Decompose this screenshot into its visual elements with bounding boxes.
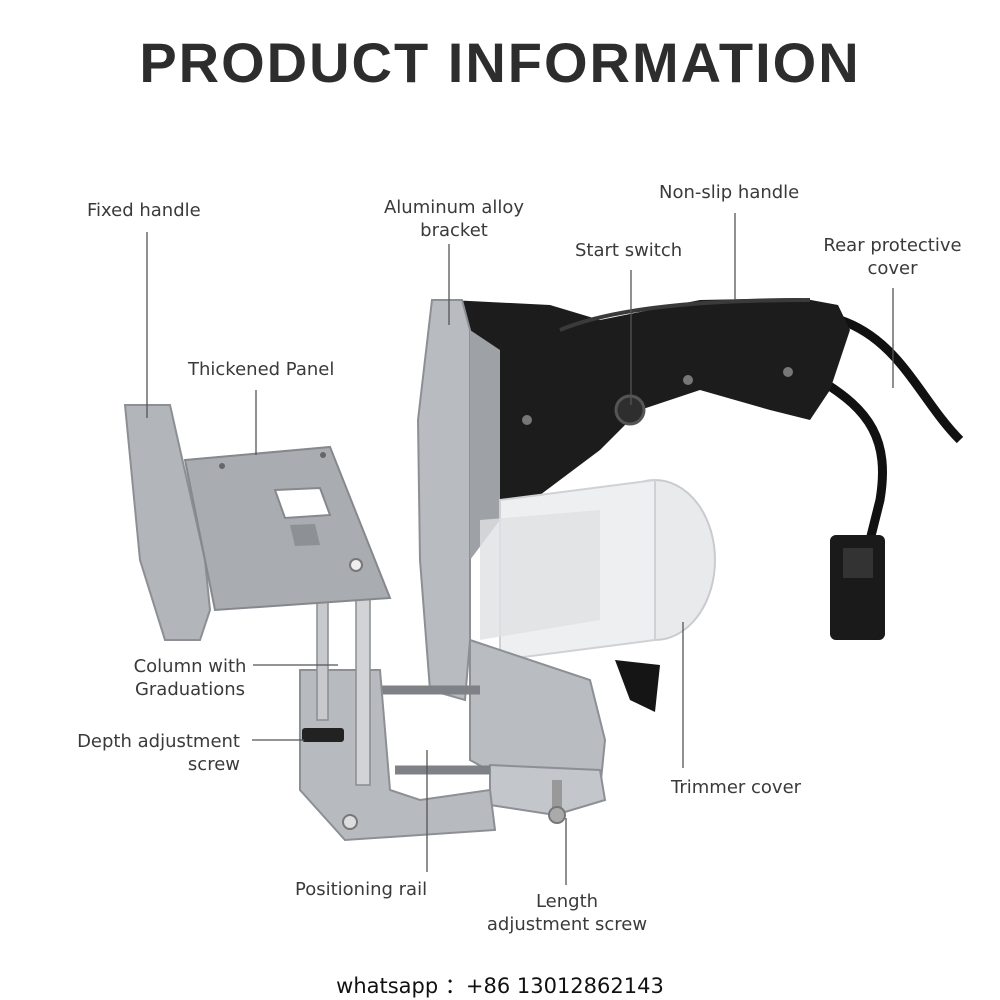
leader-lines bbox=[146, 213, 894, 885]
label-rear-protective-cover: Rear protective cover bbox=[815, 234, 970, 280]
label-aluminum-bracket-line1: Aluminum alloy bbox=[383, 197, 525, 218]
label-depth-screw-line2: screw bbox=[187, 754, 240, 775]
label-length-screw-line1: Length bbox=[535, 891, 599, 912]
label-aluminum-bracket: Aluminum alloy bracket bbox=[374, 196, 534, 242]
label-depth-screw-line1: Depth adjustment bbox=[77, 731, 240, 752]
power-cord bbox=[838, 315, 964, 444]
motor-housing bbox=[450, 298, 850, 510]
label-column-graduations: Column with Graduations bbox=[125, 655, 255, 701]
label-column-line2: Graduations bbox=[134, 679, 246, 700]
label-aluminum-bracket-line2: bracket bbox=[420, 220, 488, 241]
label-depth-adjustment-screw: Depth adjustment screw bbox=[60, 730, 240, 776]
label-start-switch: Start switch bbox=[575, 240, 683, 261]
plug-cord bbox=[817, 376, 887, 542]
footer-contact: whatsapp ：+86 13012862143 bbox=[336, 974, 664, 998]
label-length-screw-line2: adjustment screw bbox=[486, 914, 648, 935]
lock-knob bbox=[615, 660, 660, 712]
aluminum-bracket bbox=[416, 299, 471, 702]
label-thickened-panel: Thickened Panel bbox=[188, 359, 335, 380]
start-switch-button bbox=[614, 394, 646, 426]
depth-screw bbox=[302, 728, 344, 742]
label-fixed-handle: Fixed handle bbox=[87, 200, 201, 221]
label-positioning-rail: Positioning rail bbox=[295, 879, 428, 900]
lower-carriage bbox=[299, 669, 497, 842]
thickened-panel-shape bbox=[183, 445, 392, 612]
label-rear-cover-line2: cover bbox=[867, 258, 918, 279]
label-column-line1: Column with bbox=[133, 656, 247, 677]
label-length-adjustment-screw: Length adjustment screw bbox=[472, 890, 662, 936]
fixed-handle-shape bbox=[123, 404, 212, 641]
label-non-slip-handle: Non-slip handle bbox=[659, 182, 800, 203]
column-left bbox=[316, 589, 329, 721]
label-rear-cover-line1: Rear protective bbox=[823, 235, 962, 256]
page-title: PRODUCT INFORMATION bbox=[139, 31, 861, 94]
label-trimmer-cover: Trimmer cover bbox=[671, 777, 802, 798]
column-right bbox=[355, 589, 371, 786]
